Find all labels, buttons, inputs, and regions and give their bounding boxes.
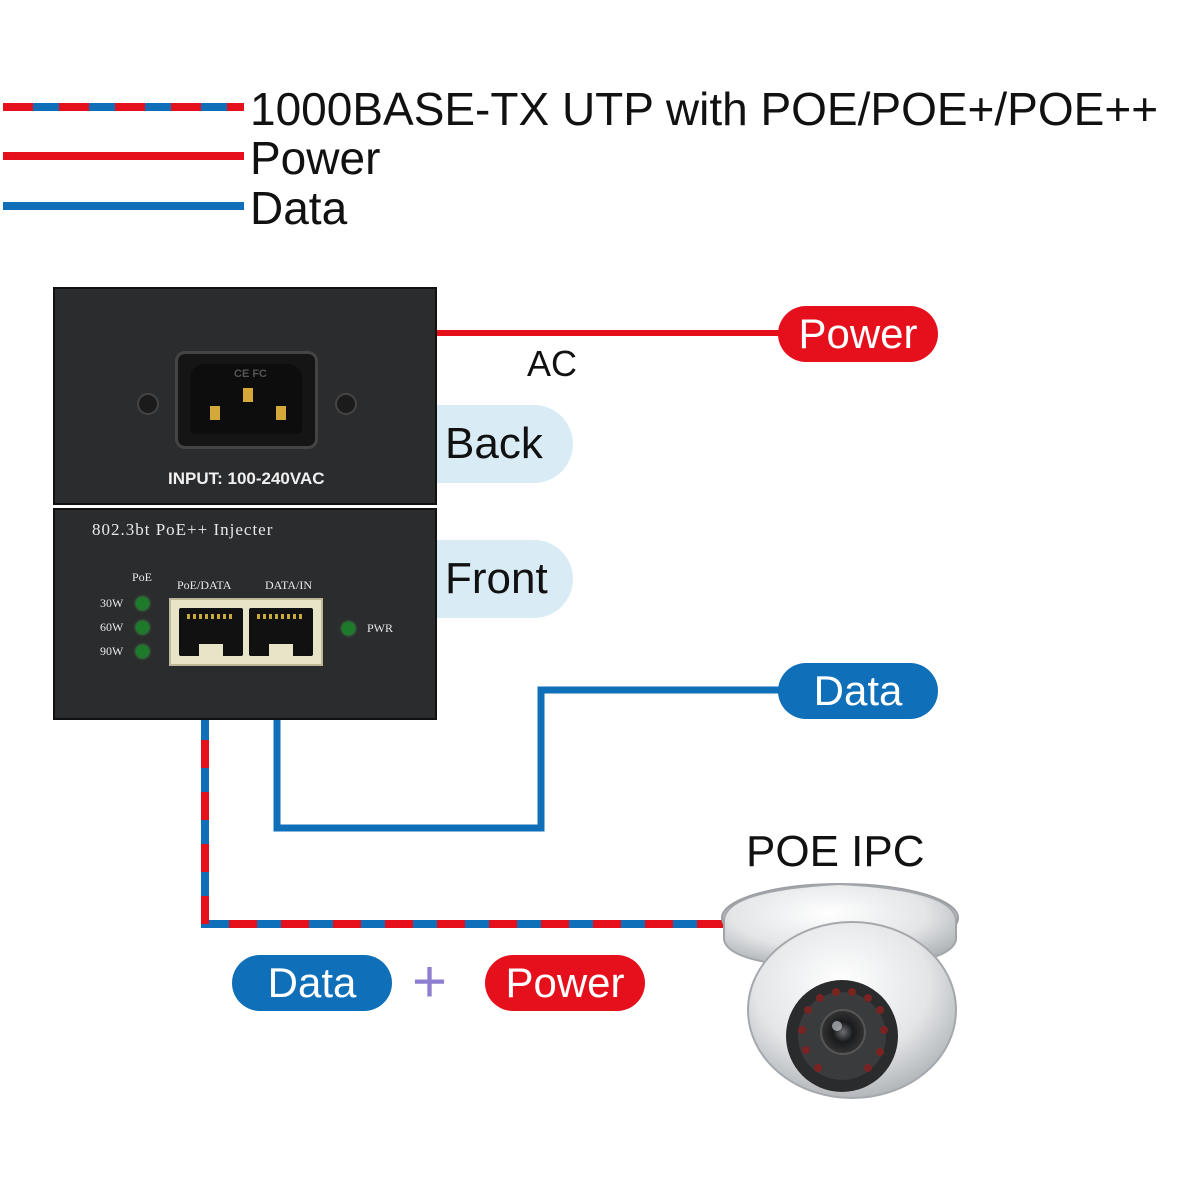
- input-voltage-label: INPUT: 100-240VAC: [168, 469, 325, 488]
- port-label-poe-data: PoE/DATA: [177, 578, 232, 592]
- port-label-data-in: DATA/IN: [265, 578, 313, 592]
- injector-front-panel: 802.3bt PoE++ Injecter PoE 30W 60W 90W P…: [53, 508, 437, 720]
- ac-power-socket: CE FC: [175, 351, 318, 449]
- socket-pin-center: [243, 388, 253, 402]
- data-pill-bottom: Data: [232, 955, 392, 1011]
- socket-pin-right: [276, 406, 286, 420]
- led-label-30w: 30W: [100, 596, 124, 610]
- data-in-cable: [273, 685, 800, 832]
- power-pill-top: Power: [778, 306, 938, 362]
- power-pill-bottom: Power: [485, 955, 645, 1011]
- plus-sign: +: [412, 948, 448, 1015]
- socket-pin-left: [210, 406, 220, 420]
- legend-label-utp: 1000BASE-TX UTP with POE/POE+/POE++: [250, 83, 1159, 135]
- poe-cable: [201, 688, 735, 928]
- injector-back-panel: CE FC INPUT: 100-240VAC: [53, 287, 437, 505]
- data-pill-right: Data: [778, 663, 938, 719]
- camera-label: POE IPC: [746, 827, 925, 876]
- socket-marks: CE FC: [234, 368, 267, 380]
- tab-back: Back: [437, 405, 573, 483]
- legend-label-data: Data: [250, 182, 348, 234]
- tab-front: Front: [437, 540, 573, 618]
- screw-left-icon: [137, 393, 159, 415]
- rj45-port-group: [169, 598, 323, 666]
- led-30w-indicator: [136, 597, 149, 610]
- rj45-port-data-in[interactable]: [249, 608, 313, 656]
- led-60w-indicator: [136, 621, 149, 634]
- ac-label: AC: [527, 343, 578, 384]
- pwr-led-indicator: [342, 622, 355, 635]
- led-90w-indicator: [136, 645, 149, 658]
- pwr-led-label: PWR: [367, 621, 394, 635]
- led-label-90w: 90W: [100, 644, 124, 658]
- led-label-60w: 60W: [100, 620, 124, 634]
- poe-led-header: PoE: [132, 570, 153, 584]
- dome-camera-icon: [721, 882, 959, 1099]
- rj45-port-poe-data[interactable]: [179, 608, 243, 656]
- injector-model-title: 802.3bt PoE++ Injecter: [92, 520, 274, 539]
- screw-right-icon: [335, 393, 357, 415]
- legend-label-power: Power: [250, 132, 381, 184]
